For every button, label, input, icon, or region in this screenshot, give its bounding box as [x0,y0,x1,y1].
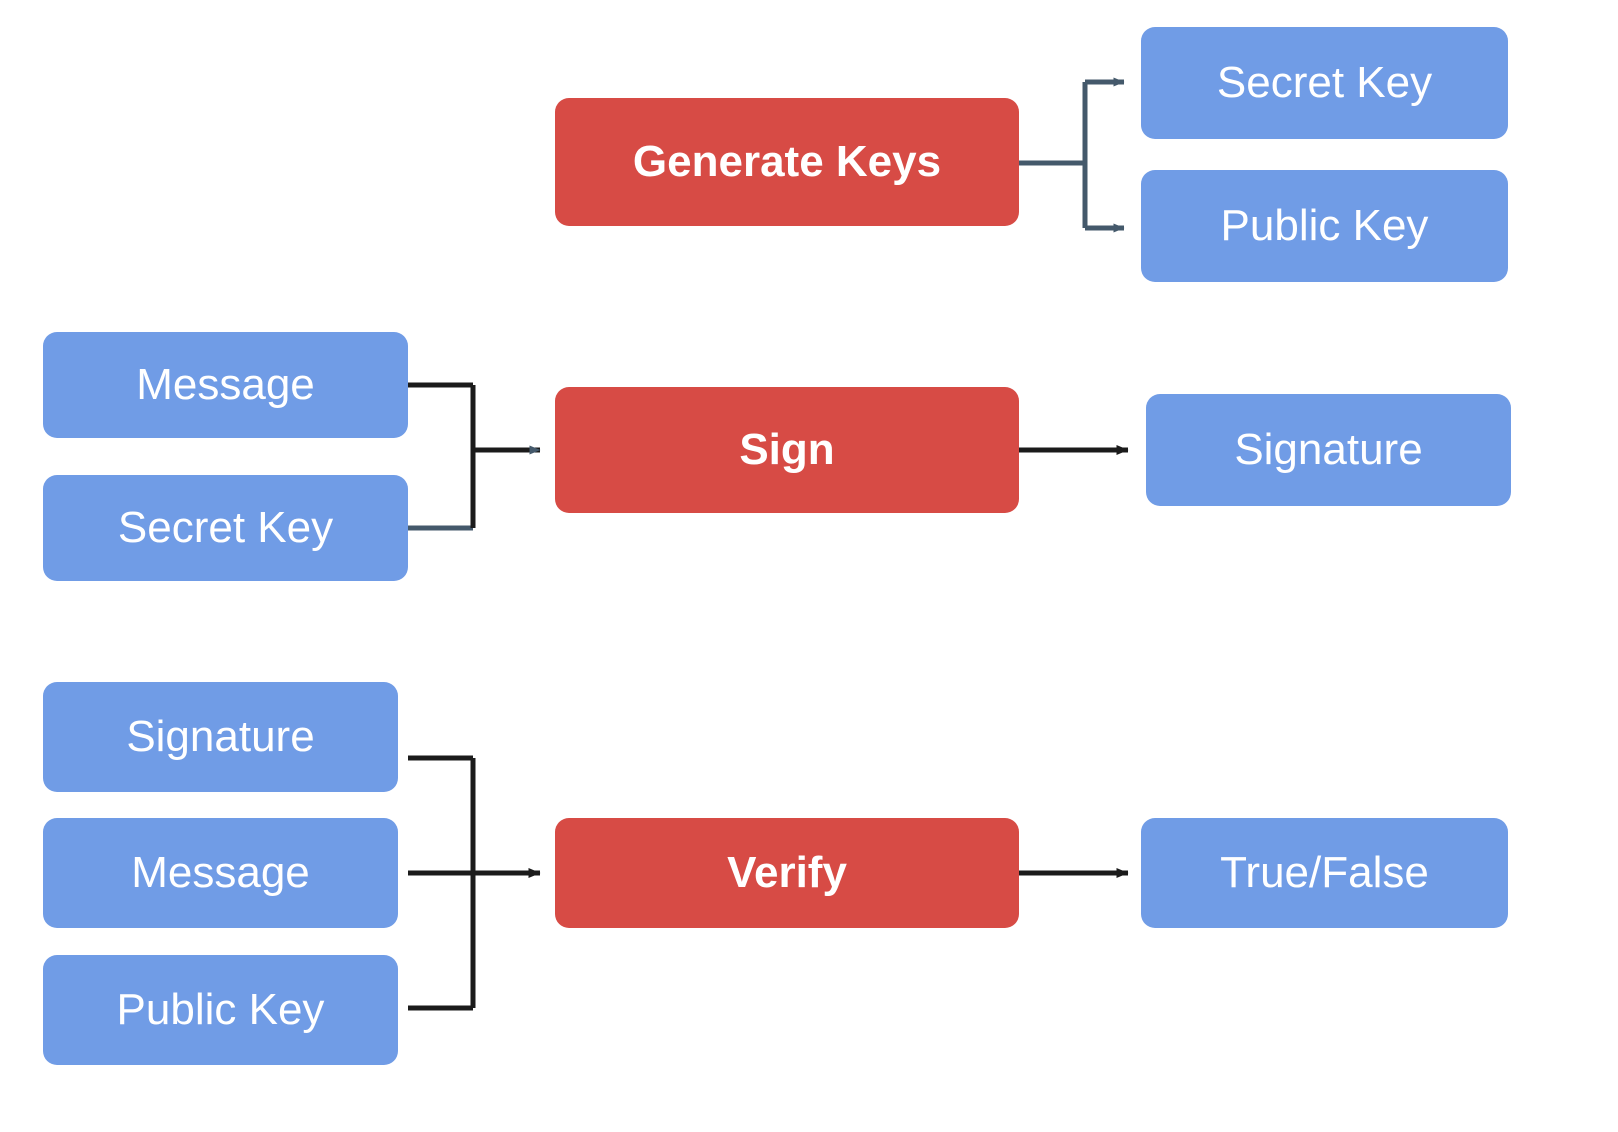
node-keygen-secret-key[interactable]: Secret Key [1141,27,1508,139]
node-sign-output-signature[interactable]: Signature [1146,394,1511,506]
node-verify-output-result[interactable]: True/False [1141,818,1508,928]
node-verify-input-public-key[interactable]: Public Key [43,955,398,1065]
node-sign-input-message[interactable]: Message [43,332,408,438]
node-sign-input-secret-key[interactable]: Secret Key [43,475,408,581]
edge-sign-inputs [408,382,541,531]
node-verify-input-signature[interactable]: Signature [43,682,398,792]
edge-verify-inputs [408,755,541,1011]
node-keygen-public-key[interactable]: Public Key [1141,170,1508,282]
node-sign[interactable]: Sign [555,387,1019,513]
node-verify[interactable]: Verify [555,818,1019,928]
node-generate-keys[interactable]: Generate Keys [555,98,1019,226]
node-verify-input-message[interactable]: Message [43,818,398,928]
edge-generate-keys-fork [1018,77,1125,233]
